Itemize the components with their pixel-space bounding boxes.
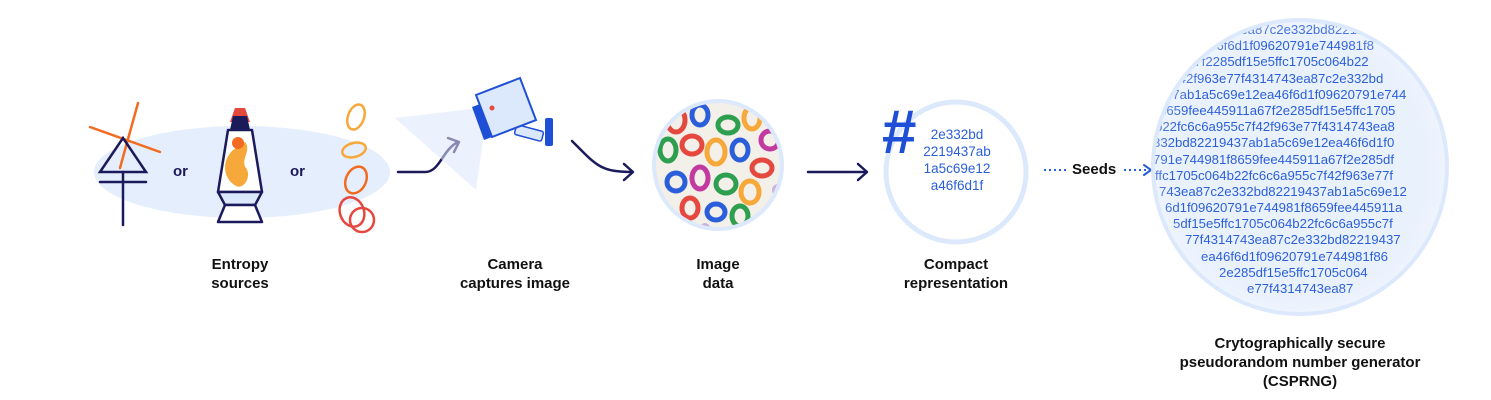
label-compact: Compact representation [876,255,1036,293]
csprng-line: 3ea87c2e332bd82219437ab [1233,22,1401,37]
csprng-line: 46f6d1f09620791e744981f8 [1209,38,1375,54]
csprng-line: 5df15e5ffc1705c064b22fc6c6a955c7f [1173,216,1393,232]
csprng-line: 6d1f09620791e744981f8659fee445911a [1165,200,1403,216]
csprng-line: 8659fee445911a67f2e285df15e5ffc1705 [1159,102,1396,118]
csprng-line: ea46f6d1f09620791e744981f86 [1201,248,1389,264]
label-compact-line2: representation [903,275,1009,292]
or-label-2: or [290,163,305,180]
pendulum-icon [88,101,162,227]
label-image-line2: data [702,275,734,292]
compact-line: 2219437ab [923,144,991,159]
label-csprng-line3: (CSPRNG) [1262,373,1338,390]
csprng-line: 743ea87c2e332bd82219437ab1a5c69e12 [1159,183,1407,199]
csprng-line: 332bd82219437ab1a5c69e12ea46f6d1f0 [1155,135,1395,151]
csprng-line: 2e285df15e5ffc1705c064 [1219,264,1368,280]
csprng-line: b22fc6c6a955c7f42f963e77f4314743ea8 [1155,119,1395,135]
label-csprng-line1: Crytographically secure [1214,335,1386,352]
csprng-number-stream: 3ea87c2e332bd82219437ab 46f6d1f09620791e… [1155,22,1445,297]
seeds-label: Seeds [1072,161,1117,178]
label-entropy-sources: Entropy sources [160,255,320,293]
label-camera: Camera captures image [430,255,600,293]
compact-hash-text: 2e332bd 2219437ab 1a5c69e12 a46f6d1f [897,126,1017,208]
csprng-line: 791e744981f8659fee445911a67f2e285df [1155,151,1395,167]
camera-beam [395,107,488,190]
csprng-circle: 3ea87c2e332bd82219437ab 46f6d1f09620791e… [1155,22,1445,312]
label-camera-line1: Camera [487,256,543,273]
label-image-data: Image data [658,255,778,293]
or-label-1: or [173,163,188,180]
arrow-to-image [570,139,634,174]
csprng-line: 67f2285df15e5ffc1705c064b22 [1187,54,1369,70]
csprng-line: f42f963e77f4314743ea87c2e332bd [1175,70,1384,86]
label-csprng: Crytographically secure pseudorandom num… [1160,334,1440,391]
label-image-line1: Image [696,256,740,273]
label-csprng-line2: pseudorandom number generator [1179,354,1421,371]
csprng-line: ffc1705c064b22fc6c6a955c7f42f963e77f [1155,167,1394,183]
compact-line: 1a5c69e12 [923,161,991,176]
label-compact-line1: Compact [923,256,989,273]
lava-lamp-icon [216,108,264,224]
csprng-line: 77f4314743ea87c2e332bd82219437 [1185,232,1401,248]
csprng-line: e77f4314743ea87 [1247,281,1354,296]
compact-circle [883,99,1029,245]
compact-line: a46f6d1f [930,178,984,193]
label-entropy-line2: sources [211,275,269,292]
label-camera-line2: captures image [459,275,571,292]
falling-rings-icon [338,103,376,234]
security-camera-icon [472,76,553,146]
colorful-rings-photo [654,101,782,229]
csprng-line: 37ab1a5c69e12ea46f6d1f09620791e744 [1165,86,1407,102]
label-entropy-line1: Entropy [211,256,269,273]
compact-line: 2e332bd [930,127,984,142]
hash-icon: # [882,98,917,167]
